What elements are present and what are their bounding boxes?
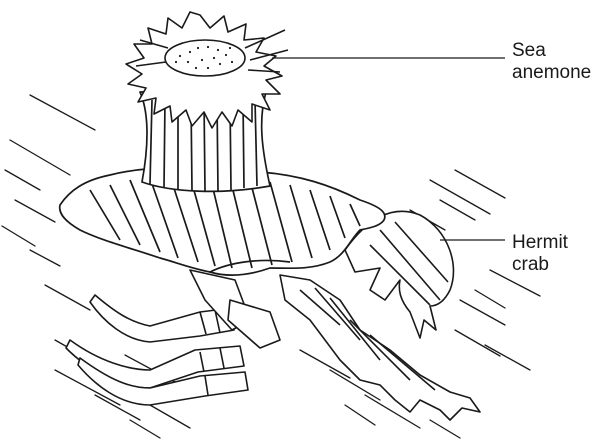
hermit-crab-label: Hermit crab	[512, 232, 568, 276]
hermit-crab-label-line1: Hermit	[512, 232, 568, 254]
sea-anemone-label-line2: anemone	[512, 62, 591, 84]
hermit-crab-label-line2: crab	[512, 254, 568, 276]
crab-walking-legs	[66, 270, 280, 405]
sea-anemone-label-line1: Sea	[512, 40, 591, 62]
anemone-mouth-disc	[165, 40, 245, 76]
sea-anemone-label: Sea anemone	[512, 40, 591, 84]
